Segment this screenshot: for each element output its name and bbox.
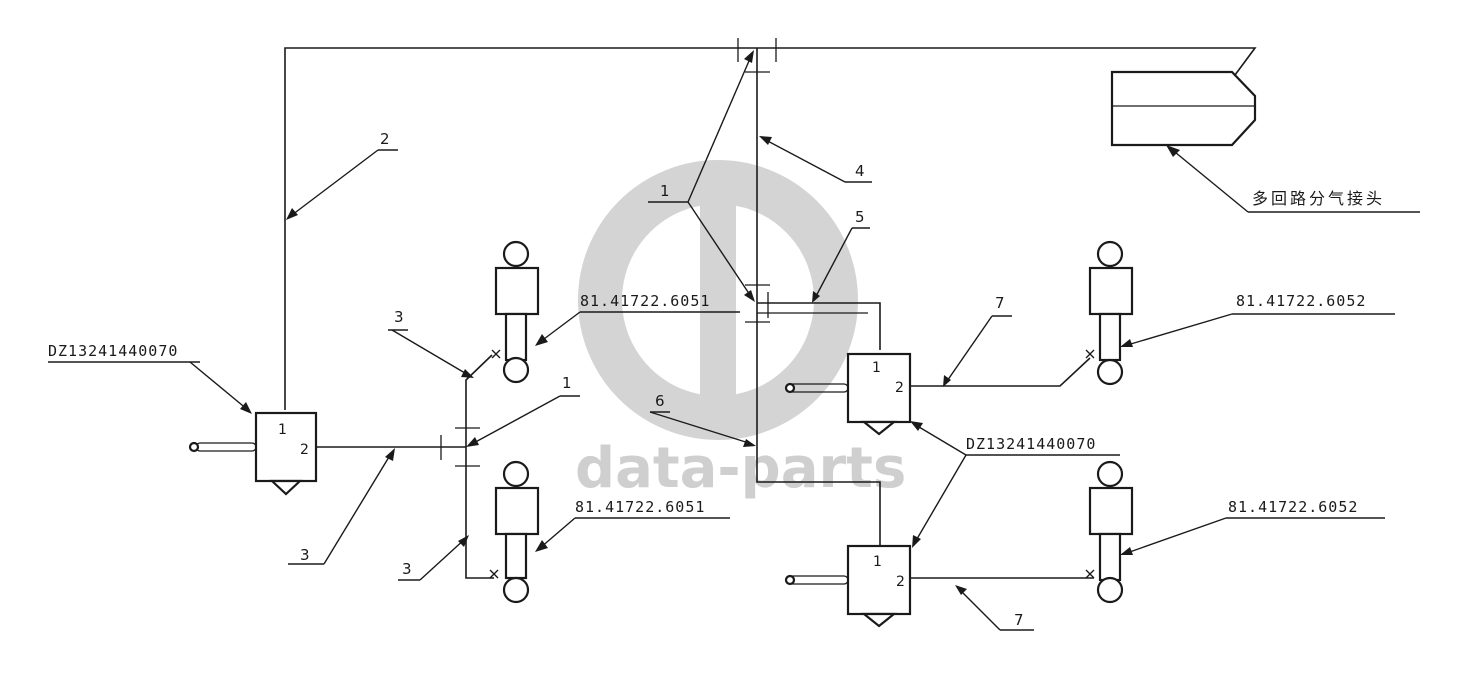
- pipe-label-7-bottom: 7: [955, 585, 1034, 631]
- left-output-lines: [316, 354, 494, 579]
- right-top-relay-valve: 1 2: [784, 352, 1091, 436]
- right-valves-part-no: DZ13241440070: [966, 435, 1096, 453]
- pipe-label-4: 4: [759, 136, 872, 183]
- chamber-left-top-part-no: 81.41722.6051: [580, 292, 710, 310]
- pipe-2-number: 2: [380, 130, 390, 148]
- watermark: data-parts: [575, 160, 906, 501]
- pipe-1-mid-number: 1: [562, 374, 572, 392]
- brake-chamber-right-top: 81.41722.6052: [1085, 240, 1395, 386]
- left-valve-part-no: DZ13241440070: [48, 342, 178, 360]
- main-supply-line: [284, 38, 1257, 440]
- right-valves-part-label: DZ13241440070: [910, 421, 1120, 548]
- left-relay-valve: 1 2 DZ13241440070: [48, 342, 318, 496]
- pipe-1-top-number: 1: [660, 182, 670, 200]
- pipe-label-5: 5: [812, 208, 870, 303]
- brake-chamber-left-top: 81.41722.6051: [491, 240, 740, 384]
- brake-chamber-left-bottom: 81.41722.6051: [489, 460, 730, 604]
- pipe-4-number: 4: [855, 162, 865, 180]
- pipe-3-upper-number: 3: [394, 308, 404, 326]
- watermark-text: data-parts: [575, 436, 906, 501]
- multi-circuit-connector: 多回路分气接头: [1110, 70, 1420, 213]
- right-top-valve-port-1: 1: [872, 360, 881, 376]
- right-bottom-valve-port-2: 2: [896, 574, 905, 590]
- pipe-7-top-number: 7: [995, 294, 1005, 312]
- pipe-5-number: 5: [855, 208, 865, 226]
- right-top-valve-port-2: 2: [895, 380, 904, 396]
- connector-label: 多回路分气接头: [1252, 189, 1385, 208]
- watermark-logo-bar: [700, 180, 736, 420]
- left-valve-port-2: 2: [300, 442, 309, 458]
- pipe-label-1-top: 1: [648, 50, 755, 302]
- chamber-right-bottom-part-no: 81.41722.6052: [1228, 498, 1358, 516]
- pipe-label-3-bottom: 3: [288, 448, 395, 565]
- chamber-left-bottom-part-no: 81.41722.6051: [575, 498, 705, 516]
- chamber-right-top-part-no: 81.41722.6052: [1236, 292, 1366, 310]
- pipe-label-6: 6: [649, 392, 756, 447]
- right-bottom-valve-port-1: 1: [873, 554, 882, 570]
- pipe-label-7-top: 7: [943, 294, 1012, 387]
- pipe-label-2: 2: [286, 130, 398, 220]
- pipe-label-3-lower: 3: [398, 535, 469, 581]
- pipe-6-number: 6: [655, 392, 665, 410]
- pipe-3-lower-number: 3: [402, 560, 412, 578]
- pipe-label-1-mid: 1: [466, 374, 580, 447]
- center-junction: [745, 284, 881, 546]
- left-valve-port-1: 1: [278, 422, 287, 438]
- pipe-label-3-upper: 3: [388, 308, 474, 378]
- pipe-3-bottom-number: 3: [300, 546, 310, 564]
- brake-chamber-right-bottom: 81.41722.6052: [1085, 460, 1385, 604]
- right-bottom-relay-valve: 1 2: [784, 544, 1094, 628]
- pipe-7-bottom-number: 7: [1014, 611, 1024, 629]
